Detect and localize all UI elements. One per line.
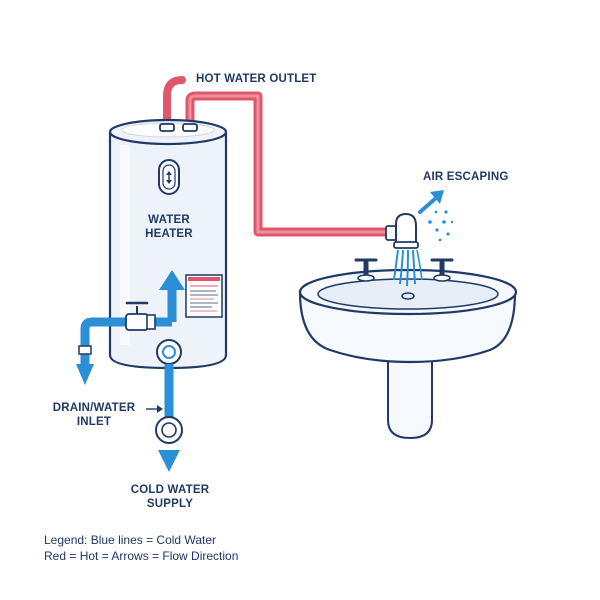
faucet-handle-right bbox=[430, 258, 454, 282]
drain-inlet-label-line2: INLET bbox=[76, 416, 112, 428]
legend-line-2: Red = Hot = Arrows = Flow Direction bbox=[44, 549, 239, 563]
water-heater-tank bbox=[108, 118, 228, 370]
air-bubbles-icon bbox=[428, 210, 454, 242]
hot-water-outlet-label: HOT WATER OUTLET bbox=[196, 73, 317, 85]
drain-valve bbox=[76, 301, 156, 385]
legend-line-1: Legend: Blue lines = Cold Water bbox=[44, 533, 216, 547]
sink-basin bbox=[298, 268, 518, 440]
water-heater-label-line2: HEATER bbox=[145, 228, 193, 240]
water-heater-label-line1: WATER bbox=[148, 214, 190, 226]
drain-pointer-arrow bbox=[146, 405, 163, 413]
air-escape-arrow bbox=[418, 190, 444, 214]
faucet-handle-left bbox=[354, 258, 378, 282]
cold-supply-label-line1: COLD WATER bbox=[130, 484, 210, 496]
water-stream bbox=[393, 249, 423, 287]
hot-water-pipe bbox=[185, 91, 393, 237]
thermostat-dial-icon bbox=[158, 159, 180, 195]
air-escaping-label: AIR ESCAPING bbox=[423, 171, 509, 183]
warning-label-plate bbox=[185, 274, 223, 318]
hot-outlet-stub bbox=[163, 76, 186, 132]
cold-supply-label-line2: SUPPLY bbox=[146, 498, 194, 510]
faucet-spout bbox=[385, 212, 419, 249]
drain-inlet-label-line1: DRAIN/WATER bbox=[52, 402, 136, 414]
cold-supply-pipe bbox=[155, 339, 183, 472]
hot-water-pipe-core bbox=[188, 94, 393, 234]
